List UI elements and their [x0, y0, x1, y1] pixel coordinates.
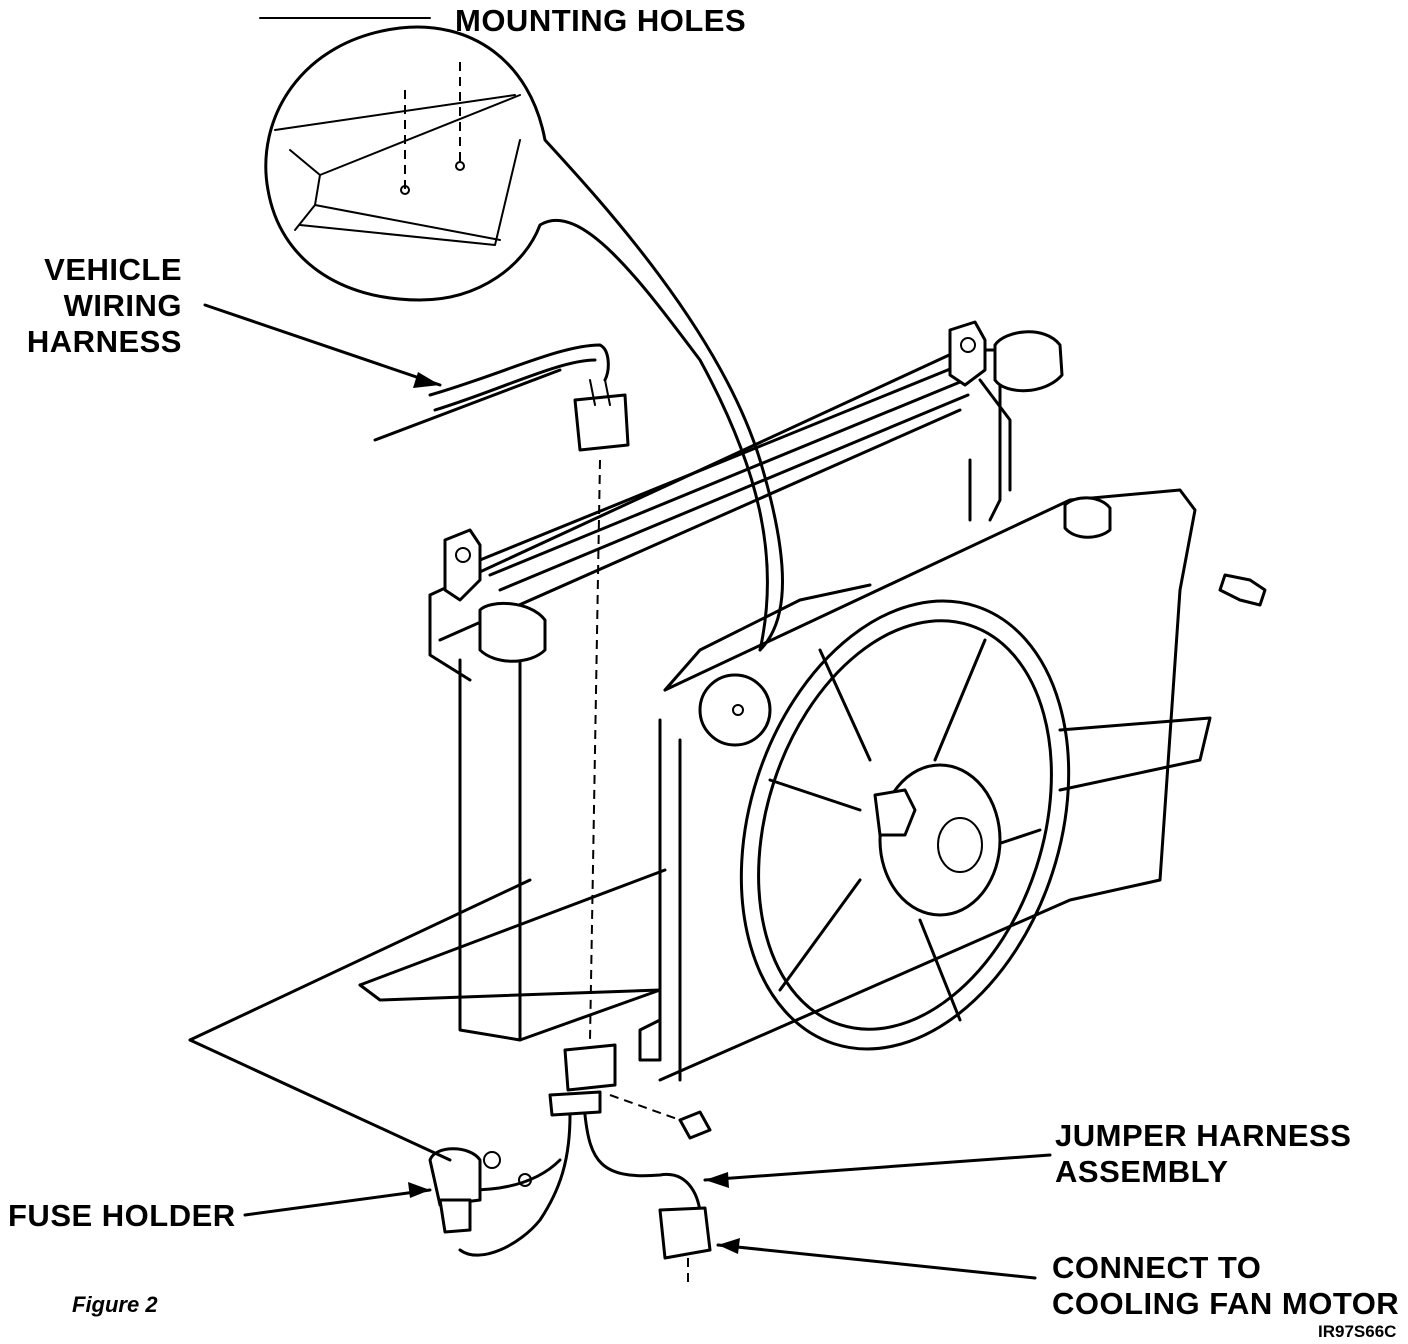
- fan-shroud: [638, 488, 1267, 1082]
- figure-caption: Figure 2: [72, 1292, 158, 1317]
- radiator: [358, 320, 1064, 1042]
- label-cooling-fan-motor-line: COOLING FAN MOTOR: [1052, 1286, 1400, 1321]
- label-harness-line: HARNESS: [26, 324, 182, 359]
- label-mounting-holes: MOUNTING HOLES: [455, 3, 747, 38]
- cooling-fan: [739, 599, 1071, 1051]
- vehicle-wiring-harness: [203, 303, 630, 452]
- label-jumper-harness-line: JUMPER HARNESS: [1055, 1118, 1352, 1153]
- label-wiring-line: WIRING: [63, 288, 182, 323]
- illustration-code: IR97S66C: [1318, 1322, 1397, 1341]
- label-vehicle-line: VEHICLE: [44, 252, 182, 287]
- label-assembly-line: ASSEMBLY: [1055, 1154, 1229, 1189]
- label-connect-to-cooling-fan-motor: CONNECT TO COOLING FAN MOTOR: [1052, 1250, 1399, 1322]
- label-vehicle-wiring-harness: VEHICLE WIRING HARNESS: [20, 252, 182, 360]
- leader-lines: [188, 878, 1052, 1280]
- jumper-harness-assembly: [428, 459, 712, 1285]
- label-connect-to-line: CONNECT TO: [1052, 1250, 1262, 1285]
- label-jumper-harness-assembly: JUMPER HARNESS ASSEMBLY: [1055, 1118, 1351, 1190]
- mounting-holes-detail-magnifier: [259, 17, 784, 652]
- label-fuse-holder: FUSE HOLDER: [8, 1198, 236, 1233]
